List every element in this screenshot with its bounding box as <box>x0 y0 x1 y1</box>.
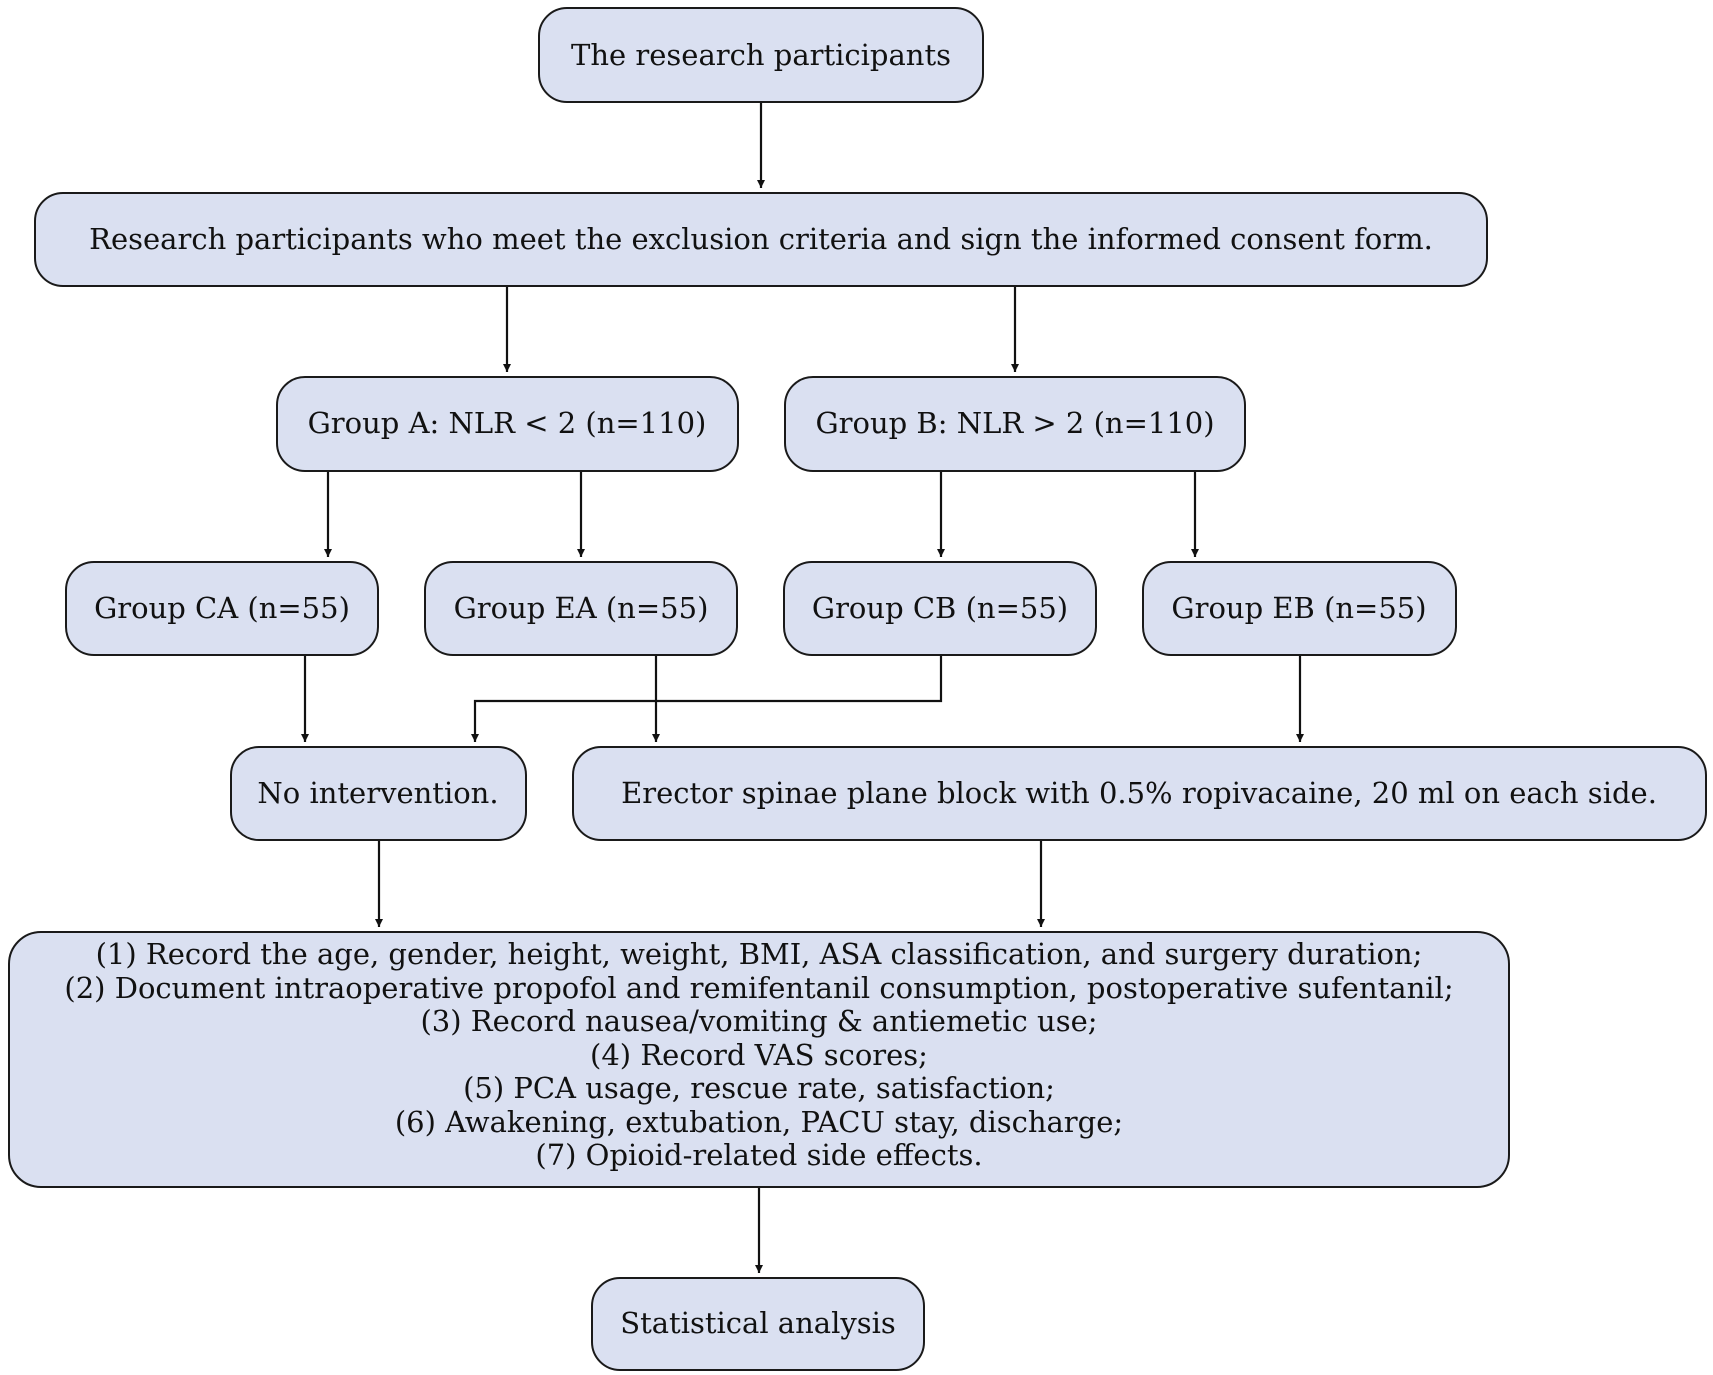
records-line: (7) Opioid-related side effects. <box>535 1138 982 1172</box>
node-group-ca-label: Group CA (n=55) <box>94 591 350 625</box>
node-group-cb-label: Group CB (n=55) <box>812 591 1068 625</box>
node-no-intervention: No intervention. <box>230 746 527 841</box>
node-esp-block: Erector spinae plane block with 0.5% rop… <box>572 746 1707 841</box>
node-group-eb: Group EB (n=55) <box>1142 561 1457 656</box>
node-group-cb: Group CB (n=55) <box>783 561 1097 656</box>
node-statistical-analysis-label: Statistical analysis <box>620 1306 896 1340</box>
records-line: (3) Record nausea/vomiting & antiemetic … <box>420 1004 1097 1038</box>
node-group-a-label: Group A: NLR < 2 (n=110) <box>308 406 707 440</box>
node-no-intervention-label: No intervention. <box>257 776 498 810</box>
records-line: (2) Document intraoperative propofol and… <box>64 971 1453 1005</box>
records-line: (6) Awakening, extubation, PACU stay, di… <box>395 1105 1123 1139</box>
node-group-eb-label: Group EB (n=55) <box>1171 591 1426 625</box>
node-research-participants: The research participants <box>538 7 984 103</box>
node-statistical-analysis: Statistical analysis <box>591 1277 925 1371</box>
node-eligible-participants-label: Research participants who meet the exclu… <box>89 222 1433 256</box>
records-line: (4) Record VAS scores; <box>590 1038 928 1072</box>
node-group-ca: Group CA (n=55) <box>65 561 379 656</box>
node-research-participants-label: The research participants <box>571 38 951 72</box>
records-line: (1) Record the age, gender, height, weig… <box>96 937 1423 971</box>
node-outcome-records: (1) Record the age, gender, height, weig… <box>8 931 1510 1188</box>
node-group-a: Group A: NLR < 2 (n=110) <box>276 376 739 472</box>
node-group-ea-label: Group EA (n=55) <box>454 591 709 625</box>
node-eligible-participants: Research participants who meet the exclu… <box>34 192 1488 287</box>
node-group-b: Group B: NLR > 2 (n=110) <box>784 376 1246 472</box>
node-group-b-label: Group B: NLR > 2 (n=110) <box>815 406 1214 440</box>
node-group-ea: Group EA (n=55) <box>424 561 738 656</box>
node-esp-block-label: Erector spinae plane block with 0.5% rop… <box>621 776 1657 810</box>
records-line: (5) PCA usage, rescue rate, satisfaction… <box>463 1071 1055 1105</box>
edge-group-cb-to-no-intervention <box>471 655 943 742</box>
